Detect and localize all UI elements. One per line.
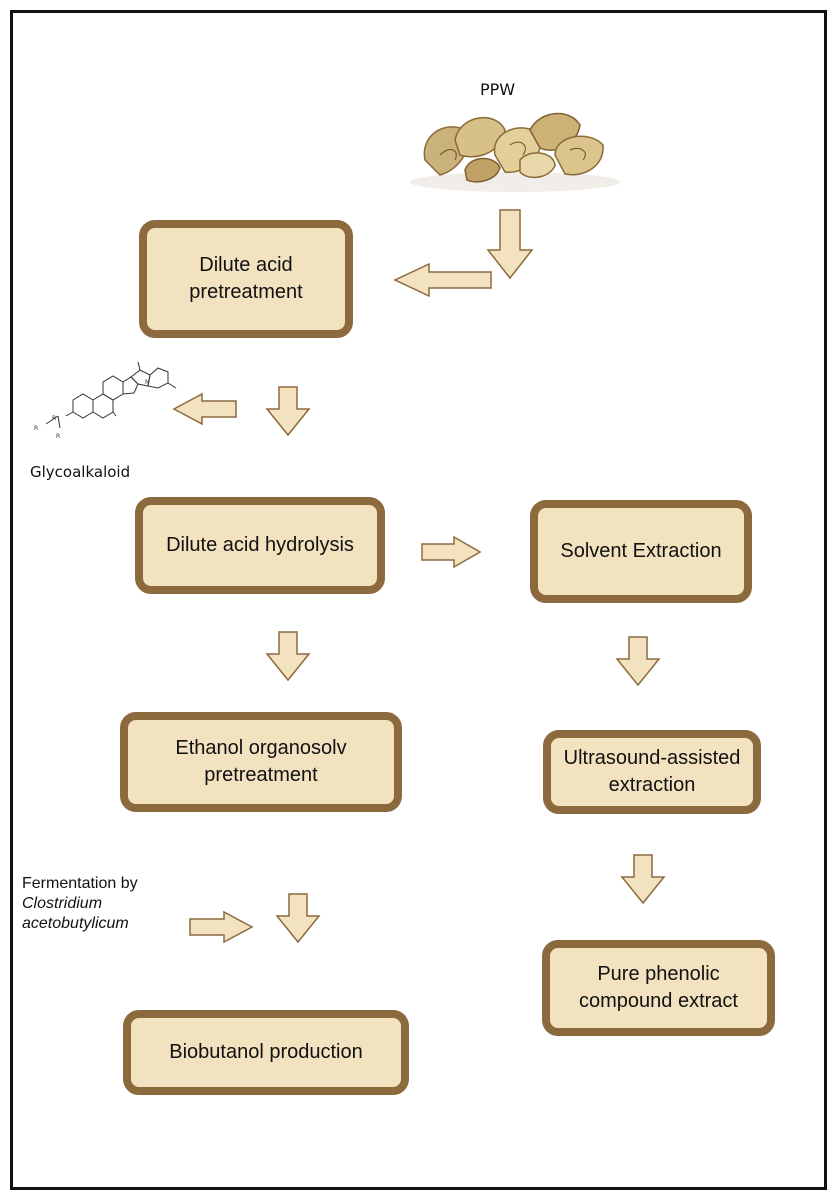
glycoalkaloid-label: Glycoalkaloid [30, 463, 131, 481]
node-ethanol-organosolv: Ethanol organosolv pretreatment [120, 712, 402, 812]
arrow-left-to-pretreatment [393, 262, 492, 298]
fermentation-label-line2: Clostridium [22, 895, 103, 912]
node-solvent-extraction: Solvent Extraction [530, 500, 752, 603]
arrow-right-to-solvent-extraction [421, 535, 482, 569]
fermentation-label: Fermentation by Clostridium acetobutylic… [22, 874, 138, 934]
glycoalkaloid-structure: R R R N [34, 361, 177, 440]
node-dilute-acid-pretreatment: Dilute acid pretreatment [139, 220, 353, 338]
arrow-down-from-hydrolysis [265, 631, 311, 682]
atom-r3: R [56, 433, 60, 440]
atom-n: N [145, 379, 150, 386]
node-biobutanol-production: Biobutanol production [123, 1010, 409, 1095]
node-dilute-acid-hydrolysis: Dilute acid hydrolysis [135, 497, 385, 594]
arrow-down-from-ultrasound [620, 854, 666, 905]
atom-r1: R [52, 415, 56, 422]
arrow-down-from-ppw [486, 209, 534, 280]
arrow-down-from-solvent-extraction [615, 636, 661, 687]
arrow-down-from-organosolv [275, 893, 321, 944]
arrow-down-from-pretreatment [265, 386, 311, 437]
arrow-left-to-glycoalkaloid [172, 392, 237, 426]
potato-peel-image [410, 112, 620, 192]
arrow-right-from-fermentation [189, 910, 254, 944]
atom-r2: R [34, 425, 38, 432]
node-ultrasound-extraction: Ultrasound-assisted extraction [543, 730, 761, 814]
fermentation-label-line3: acetobutylicum [22, 915, 129, 932]
source-label: PPW [480, 80, 516, 99]
node-pure-phenolic-extract: Pure phenolic compound extract [542, 940, 775, 1036]
fermentation-label-line1: Fermentation by [22, 875, 138, 892]
